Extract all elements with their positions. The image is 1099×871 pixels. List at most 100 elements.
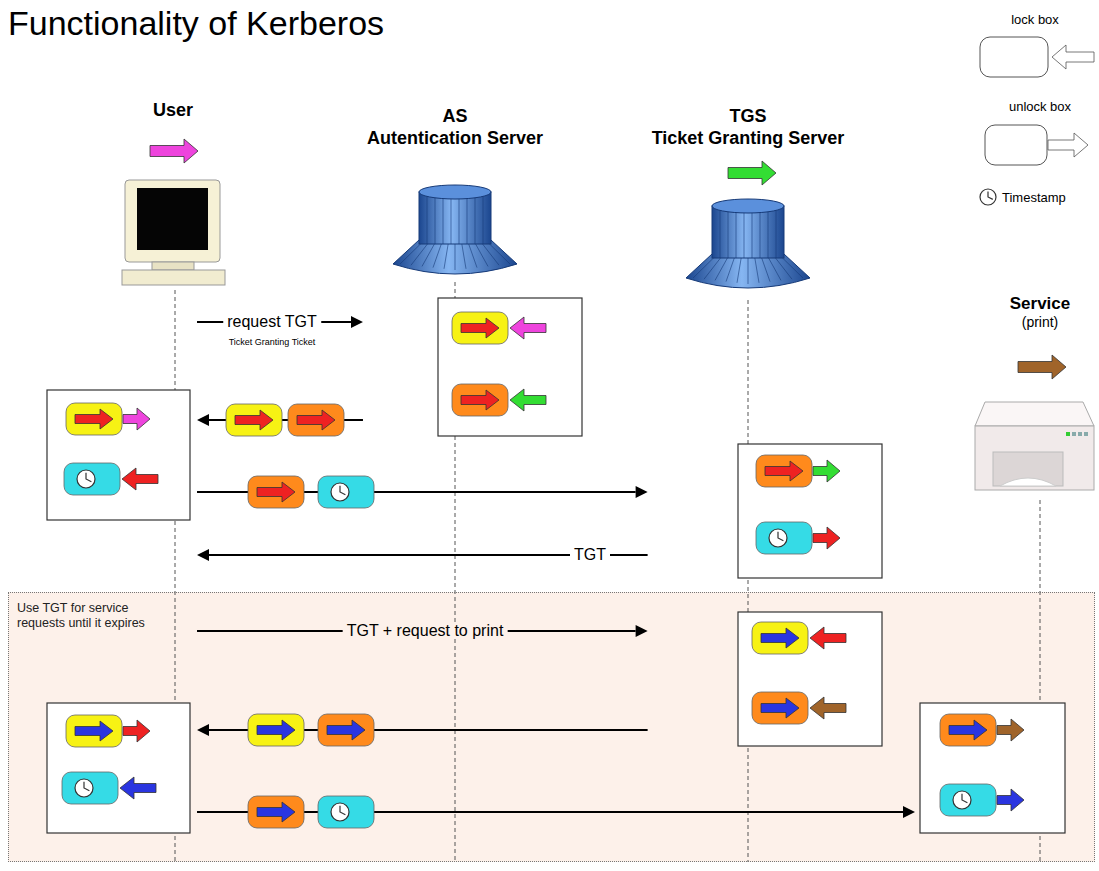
unlock-arrow: [123, 408, 150, 430]
server-rib: [776, 210, 777, 258]
actor-subtitle: Ticket Granting Server: [652, 128, 845, 150]
unlock-arrow: [813, 460, 840, 482]
clock-face: [769, 529, 787, 547]
server-base: [393, 240, 517, 274]
message-box: [738, 444, 882, 578]
key-box: [62, 772, 156, 804]
arrow-head: [197, 724, 209, 736]
server-rib: [443, 196, 444, 244]
printer-light: [1078, 432, 1082, 436]
key-body: [66, 403, 122, 435]
band-fill: [8, 592, 1095, 862]
key-box: [756, 522, 840, 554]
server-rib: [462, 242, 467, 269]
message-box: [738, 612, 882, 746]
server-rib: [755, 256, 760, 283]
key-arrow: [257, 720, 295, 740]
key-box: [940, 714, 1024, 746]
unlock-arrow: [997, 719, 1024, 741]
key-body: [288, 404, 344, 436]
server-rib: [744, 210, 745, 258]
server-top: [712, 199, 784, 213]
key-arrow: [75, 409, 113, 429]
unlock-arrow: [813, 527, 840, 549]
clock-hands: [778, 532, 783, 541]
message-arrow: [197, 806, 915, 818]
clock-hands: [340, 486, 345, 495]
server-icon: [393, 185, 517, 274]
key-arrow: [75, 721, 113, 741]
key-arrow: [761, 698, 799, 718]
key-box: [452, 312, 546, 344]
unlock-arrow: [997, 789, 1024, 811]
paper-slot: [993, 452, 1063, 486]
key-box: [248, 796, 304, 828]
key-box: [756, 455, 840, 487]
lock-arrow: [510, 317, 546, 339]
printer-light: [1084, 432, 1088, 436]
key-body: [248, 476, 304, 508]
server-rib: [435, 196, 436, 244]
server-rib: [728, 210, 729, 258]
actor-heading: TGSTicket Granting Server: [652, 106, 845, 149]
server-rib: [427, 196, 428, 244]
legend-unlock-arrow: [1048, 133, 1088, 157]
printer-light: [1072, 432, 1076, 436]
server-rib: [467, 196, 468, 244]
key-body: [752, 692, 808, 724]
clock-face: [331, 483, 349, 501]
server-icon: [686, 199, 810, 288]
server-rib: [736, 210, 737, 258]
key-box: [66, 715, 150, 747]
actor-lane: ASAutentication Server: [363, 106, 582, 862]
user-key-arrow: [150, 139, 198, 163]
key-body: [452, 312, 508, 344]
key-arrow: [765, 461, 803, 481]
screen: [137, 188, 208, 250]
key-box: [752, 692, 846, 724]
key-box: [248, 714, 304, 746]
key-body: [452, 384, 508, 416]
edge-label-holder: TGT: [570, 546, 610, 564]
tgs-key-arrow: [728, 161, 776, 185]
lock-arrow: [810, 697, 846, 719]
server-rib: [720, 210, 721, 258]
server-rib: [475, 196, 476, 244]
printer-top: [975, 402, 1094, 426]
key-box: [752, 622, 846, 654]
actor-lane: TGSTicket Granting Server: [648, 106, 882, 862]
clock-hands: [86, 473, 91, 482]
diagram-title: Functionality of Kerberos: [8, 4, 384, 43]
key-body: [318, 796, 374, 828]
lock-arrow: [122, 468, 158, 490]
edge-label: TGT + request to print: [343, 622, 508, 639]
monitor-stand: [152, 262, 194, 270]
key-arrow: [761, 628, 799, 648]
message-box: [438, 298, 582, 436]
server-rib: [774, 256, 792, 279]
key-arrow: [949, 720, 987, 740]
clock-face: [331, 803, 349, 821]
key-body: [756, 455, 812, 487]
key-body: [756, 522, 812, 554]
server-rib: [475, 242, 489, 266]
legend-label: unlock box: [1009, 99, 1071, 114]
key-box: [64, 463, 158, 495]
key-box: [318, 796, 374, 828]
server-rib: [422, 242, 436, 266]
key-box: [318, 714, 374, 746]
key-body: [318, 714, 374, 746]
legend-lock-arrow: [1052, 45, 1094, 69]
key-body: [940, 784, 996, 816]
server-body: [712, 206, 784, 258]
server-rib: [737, 256, 742, 283]
server-rib: [433, 242, 442, 268]
key-body: [248, 714, 304, 746]
clock-hands: [340, 806, 345, 815]
server-rib: [488, 242, 511, 264]
edge-label-holder: TGT + request to print: [343, 622, 508, 640]
actor-name: AS: [367, 106, 543, 128]
server-rib: [483, 196, 484, 244]
